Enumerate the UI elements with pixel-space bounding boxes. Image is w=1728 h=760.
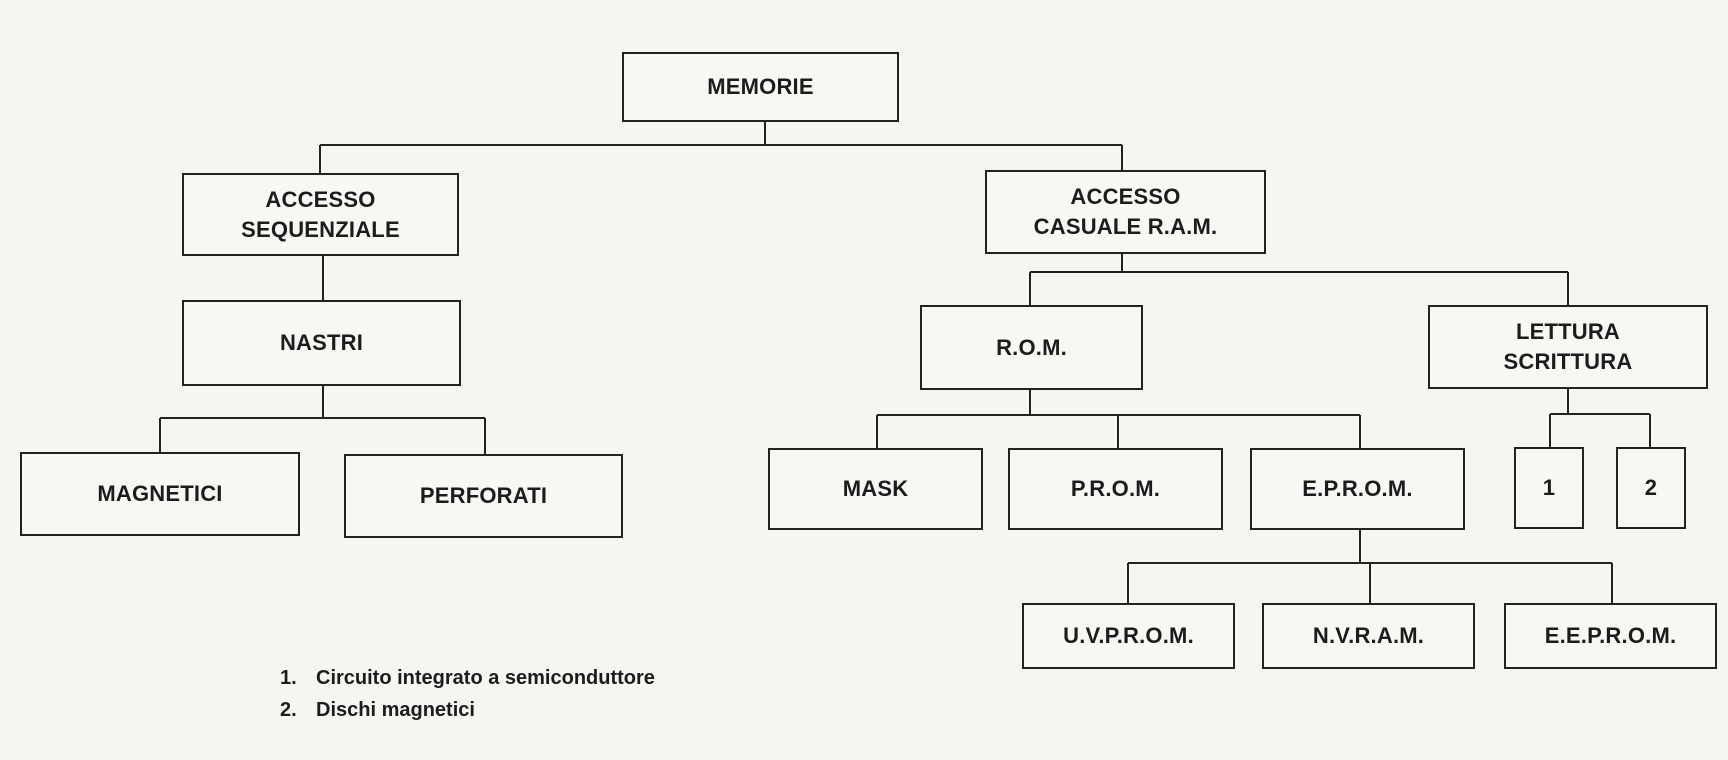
node-label: P.R.O.M. xyxy=(1070,476,1161,501)
node-label: 2 xyxy=(1644,475,1658,500)
node-accesso-sequenziale: ACCESSO SEQUENZIALE xyxy=(182,173,459,256)
node-accesso-casuale: ACCESSO CASUALE R.A.M. xyxy=(985,170,1266,254)
node-label: 1 xyxy=(1542,475,1556,500)
node-rom: R.O.M. xyxy=(920,305,1143,390)
node-label: LETTURA SCRITTURA xyxy=(1503,319,1633,374)
node-label: NASTRI xyxy=(279,330,364,355)
node-uvprom: U.V.P.R.O.M. xyxy=(1022,603,1235,669)
footnote-text: Circuito integrato a semiconduttore xyxy=(316,667,655,689)
node-label: E.P.R.O.M. xyxy=(1302,476,1413,501)
node-nvram: N.V.R.A.M. xyxy=(1262,603,1475,669)
node-eprom: E.P.R.O.M. xyxy=(1250,448,1465,530)
node-label: MASK xyxy=(842,476,909,501)
node-label: E.E.P.R.O.M. xyxy=(1544,623,1677,648)
node-perforati: PERFORATI xyxy=(344,454,623,538)
node-2: 2 xyxy=(1616,447,1686,529)
node-1: 1 xyxy=(1514,447,1584,529)
footnote-1: 1. Circuito integrato a semiconduttore xyxy=(280,662,655,694)
node-mask: MASK xyxy=(768,448,983,530)
node-label: R.O.M. xyxy=(996,334,1067,360)
node-eeprom: E.E.P.R.O.M. xyxy=(1504,603,1717,669)
node-lettura-scrittura: LETTURA SCRITTURA xyxy=(1428,305,1708,389)
node-magnetici: MAGNETICI xyxy=(20,452,300,536)
node-label: ACCESSO SEQUENZIALE xyxy=(241,186,400,242)
footnote-2: 2. Dischi magnetici xyxy=(280,694,655,726)
node-label: U.V.P.R.O.M. xyxy=(1063,623,1194,648)
node-label: PERFORATI xyxy=(419,483,548,508)
node-label: ACCESSO CASUALE R.A.M. xyxy=(1033,184,1218,239)
footnote-number: 1. xyxy=(280,667,297,689)
footnote-number: 2. xyxy=(280,699,297,721)
node-label: N.V.R.A.M. xyxy=(1312,623,1425,648)
node-label: MEMORIE xyxy=(707,74,814,99)
footnotes: 1. Circuito integrato a semiconduttore 2.… xyxy=(280,662,655,726)
node-memorie: MEMORIE xyxy=(622,52,899,122)
node-prom: P.R.O.M. xyxy=(1008,448,1223,530)
footnote-text: Dischi magnetici xyxy=(316,699,475,721)
node-nastri: NASTRI xyxy=(182,300,461,386)
node-label: MAGNETICI xyxy=(97,481,223,506)
